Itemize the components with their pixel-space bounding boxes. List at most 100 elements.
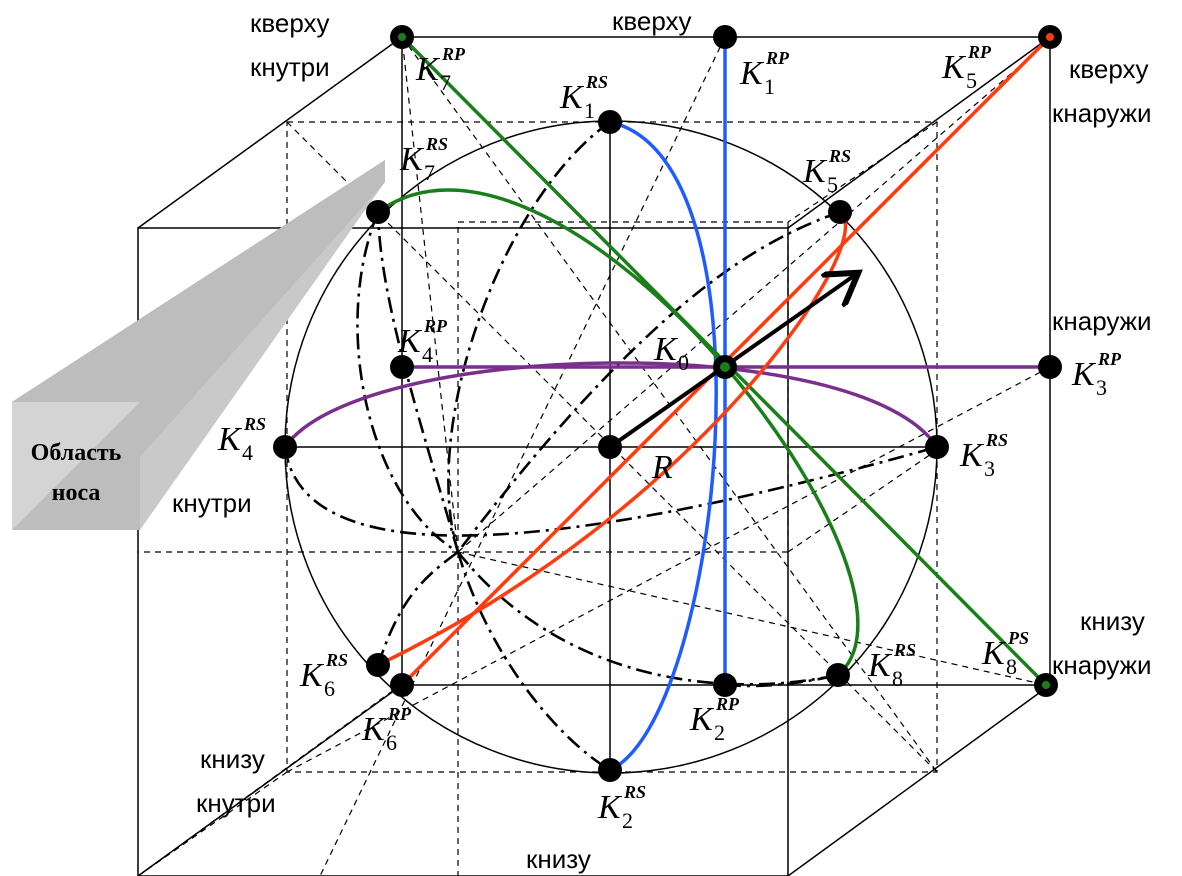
green-curve (376, 188, 860, 677)
k-sub: 0 (678, 350, 689, 375)
k-sub: 5 (966, 68, 977, 93)
k-main: K (559, 79, 585, 116)
label-k5-rp: K 5 RP (941, 42, 992, 93)
k-sup: RS (623, 782, 646, 802)
label-k0: K 0 (653, 331, 689, 375)
k-sup: RP (715, 694, 740, 714)
label-bottom: книзу (526, 844, 591, 874)
label-outer: кнаружи (1052, 306, 1152, 336)
nose-region: Область носа (12, 160, 385, 530)
dashed-edge (401, 36, 459, 553)
dashed-edge (457, 39, 1051, 553)
k-sub: 2 (714, 720, 725, 745)
point-k6-rs (366, 653, 390, 677)
label-bottom-inner-2: кнутри (196, 788, 276, 818)
k-sub: 4 (242, 440, 253, 465)
k-sup: RP (441, 44, 466, 64)
point-r (598, 435, 622, 459)
point-k8-rs (826, 663, 850, 687)
k-sub: 6 (324, 676, 335, 701)
solid-cube (137, 36, 1051, 876)
point-k1-rp (713, 25, 737, 49)
k-sup: RP (387, 704, 412, 724)
k-sup: PS (1007, 628, 1029, 648)
solid-edge (787, 684, 1051, 876)
k-main: K (689, 701, 715, 738)
k-sub: 7 (440, 70, 451, 95)
k-sup: RP (765, 48, 790, 68)
k-sub: 3 (984, 456, 995, 481)
k-main: K (217, 421, 243, 458)
k-sup: RP (423, 316, 448, 336)
k0-green-center (720, 362, 730, 372)
point-k7-rs (366, 200, 390, 224)
point-k1-rs (598, 110, 622, 134)
dashed-diagonal (286, 366, 1051, 773)
dashdot-curve (456, 551, 839, 686)
k-sup: RS (828, 146, 851, 166)
label-inner: кнутри (172, 488, 252, 518)
dashed-edge (137, 771, 288, 876)
nose-beam-light (12, 160, 385, 457)
k5-rp-red-center (1046, 33, 1054, 41)
k-main: K (397, 323, 423, 360)
label-k8-ps: K 8 PS (981, 628, 1029, 679)
point-k2-rs (598, 758, 622, 782)
direction-labels: кверху кнутри кверху кверху кнаружи кнар… (172, 6, 1152, 874)
point-k2-rp (713, 673, 737, 697)
label-bottom-outer-1: книзу (1080, 606, 1145, 636)
k-sub: 1 (764, 74, 775, 99)
k-sub: 3 (1096, 375, 1107, 400)
k-main: K (941, 49, 967, 86)
label-k4-rs: K 4 RS (217, 414, 266, 465)
k-main: K (415, 51, 441, 88)
dashed-square-back (457, 221, 789, 553)
dashed-diagonal (319, 36, 726, 876)
center-label-r: R (651, 449, 673, 486)
label-k2-rp: K 2 RP (689, 694, 740, 745)
label-k7-rs: K 7 RS (399, 134, 448, 185)
label-k1-rp: K 1 RP (739, 48, 790, 99)
dashdot-curve (456, 210, 841, 553)
point-k3-rs (925, 435, 949, 459)
back-cube-dashed (137, 36, 1051, 876)
label-k6-rs: K 6 RS (299, 650, 348, 701)
solid-edge (137, 36, 403, 229)
k-sub: 6 (386, 730, 397, 755)
label-bottom-inner-1: книзу (200, 744, 265, 774)
purple-curve (283, 361, 939, 449)
dashed-edge (787, 121, 938, 223)
label-bottom-outer-2: кнаружи (1052, 650, 1152, 680)
point-k3-rp (1038, 355, 1062, 379)
k-sub: 8 (892, 666, 903, 691)
label-top: кверху (612, 6, 692, 36)
label-top-inner-2: кнутри (250, 52, 330, 82)
k-main: K (981, 635, 1007, 672)
k-main: K (653, 331, 679, 368)
dashdot-curve (356, 211, 459, 554)
k-main: K (867, 647, 893, 684)
point-labels: K 0 K 1 RP K 2 RP K 3 RP K 4 RP K 5 RP (217, 42, 1122, 833)
k-sub: 4 (422, 342, 433, 367)
solid-edge (787, 36, 1051, 229)
nose-label-line2: носа (52, 480, 101, 506)
k-sub: 8 (1006, 654, 1017, 679)
point-k4-rp (390, 355, 414, 379)
k-main: K (597, 789, 623, 826)
label-k6-rp: K 6 RP (361, 704, 412, 755)
k-main: K (739, 55, 765, 92)
dashed-edge (457, 551, 1047, 686)
label-top-inner-1: кверху (250, 8, 330, 38)
k-main: K (802, 153, 828, 190)
nose-label-line1: Область (31, 440, 122, 466)
k8-ps-green-center (1042, 681, 1050, 689)
label-k8-rs: K 8 RS (867, 640, 916, 691)
blue-meridian-curve (609, 120, 718, 772)
k-main: K (399, 141, 425, 178)
label-k3-rp: K 3 RP (1071, 349, 1122, 400)
dashdot-curve (283, 445, 938, 537)
k-sup: RS (425, 134, 448, 154)
k-sup: RS (893, 640, 916, 660)
nose-box-shade (12, 402, 140, 530)
